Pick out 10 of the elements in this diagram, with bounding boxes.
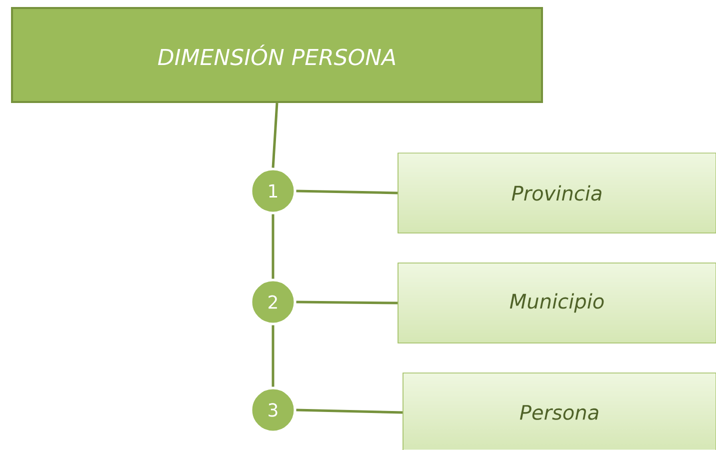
connector-line: [296, 300, 398, 304]
category-box: Persona: [402, 372, 716, 450]
connector-line: [272, 214, 274, 279]
connector-line: [272, 102, 278, 168]
connector-line: [296, 190, 398, 194]
connector-line: [296, 408, 403, 414]
connector-line: [272, 325, 274, 387]
category-box: Provincia: [398, 152, 716, 234]
title-box: DIMENSIÓN PERSONA: [11, 7, 543, 103]
category-box: Municipio: [398, 262, 716, 344]
